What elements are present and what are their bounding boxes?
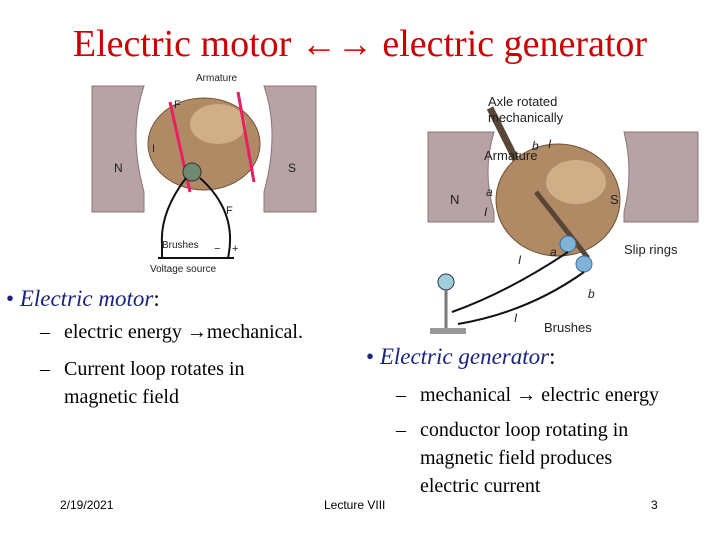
motor-label-current: I — [152, 143, 155, 155]
motor-heading-suffix: : — [153, 286, 160, 311]
generator-bullet-2-cont2: electric current — [420, 475, 541, 497]
title-right: electric generator — [382, 23, 648, 65]
gen-label-brushes: Brushes — [544, 320, 592, 335]
motor-south-magnet — [263, 85, 317, 213]
gen-label-b-top: b — [532, 139, 539, 153]
generator-heading-suffix: : — [549, 344, 556, 369]
gen-bulb-icon — [437, 273, 455, 291]
motor-label-force-top: F — [174, 99, 181, 111]
motor-wire-left — [160, 177, 187, 258]
motor-bullet-2: –Current loop rotates in — [40, 358, 245, 380]
generator-bullet-1: –mechanical → electric energy — [396, 384, 659, 406]
gen-label-current-3: I — [518, 253, 522, 267]
generator-diagram: Axle rotated mechanically Armature N S b… — [398, 72, 716, 340]
motor-label-armature: Armature — [196, 73, 238, 84]
slide-title: Electric motor ←→ electric generator — [0, 22, 720, 66]
gen-south-magnet — [623, 131, 699, 223]
motor-diagram: Armature N S F F I Brushes Voltage sourc… — [88, 72, 320, 278]
footer-page-number: 3 — [651, 498, 658, 512]
right-arrow-icon: → — [186, 321, 207, 343]
gen-label-a-ring: a — [550, 245, 557, 259]
motor-label-minus: − — [214, 243, 220, 255]
gen-label-b-ring: b — [588, 287, 595, 301]
generator-heading: • Electric generator: — [366, 344, 555, 370]
gen-label-south: S — [610, 192, 619, 207]
bullet-dot: • — [6, 286, 20, 311]
gen-slip-ring-a — [559, 235, 577, 253]
title-left: Electric motor — [72, 23, 292, 65]
generator-bullet-2-cont1: magnetic field produces — [420, 447, 613, 469]
motor-armature-highlight — [190, 104, 246, 144]
motor-heading: • Electric motor: — [6, 286, 160, 312]
gen-label-current-2: I — [484, 205, 488, 219]
gen-bulb-base — [430, 328, 466, 334]
motor-label-brushes: Brushes — [162, 240, 199, 251]
gen-label-axle-line2: mechanically — [488, 110, 564, 125]
right-arrow-icon: → — [516, 384, 537, 406]
motor-commutator — [182, 162, 202, 182]
gen-label-a-top: a — [486, 185, 493, 199]
gen-wire-a — [451, 251, 569, 313]
gen-label-north: N — [450, 192, 459, 207]
motor-wire-right — [199, 177, 232, 259]
gen-label-current-1: I — [548, 137, 552, 151]
motor-force-arrow-right — [236, 91, 256, 183]
motor-label-south: S — [288, 161, 296, 175]
gen-label-axle-line1: Axle rotated — [488, 94, 557, 109]
generator-bullet-2: –conductor loop rotating in — [396, 419, 629, 441]
gen-shaft — [534, 190, 590, 260]
bullet-dot: • — [366, 344, 380, 369]
motor-label-north: N — [114, 161, 123, 175]
gen-north-magnet — [427, 131, 495, 223]
gen-armature-highlight — [546, 160, 606, 204]
double-arrow-icon: ←→ — [300, 24, 373, 64]
gen-label-slip-rings: Slip rings — [624, 242, 678, 257]
gen-label-current-4: I — [514, 311, 518, 325]
motor-north-magnet — [91, 85, 145, 213]
motor-bullet-2-cont: magnetic field — [64, 386, 179, 408]
motor-label-voltage-source: Voltage source — [150, 264, 217, 275]
generator-heading-term: Electric generator — [379, 344, 550, 369]
gen-slip-ring-b — [575, 255, 593, 273]
motor-label-force-bottom: F — [226, 205, 233, 217]
gen-label-armature: Armature — [484, 148, 537, 163]
footer-date: 2/19/2021 — [60, 498, 114, 512]
motor-heading-term: Electric motor — [19, 286, 154, 311]
gen-wire-b — [457, 271, 585, 325]
footer-lecture: Lecture VIII — [324, 498, 386, 512]
motor-label-plus: + — [232, 243, 238, 255]
motor-bullet-1: –electric energy →mechanical. — [40, 321, 303, 343]
